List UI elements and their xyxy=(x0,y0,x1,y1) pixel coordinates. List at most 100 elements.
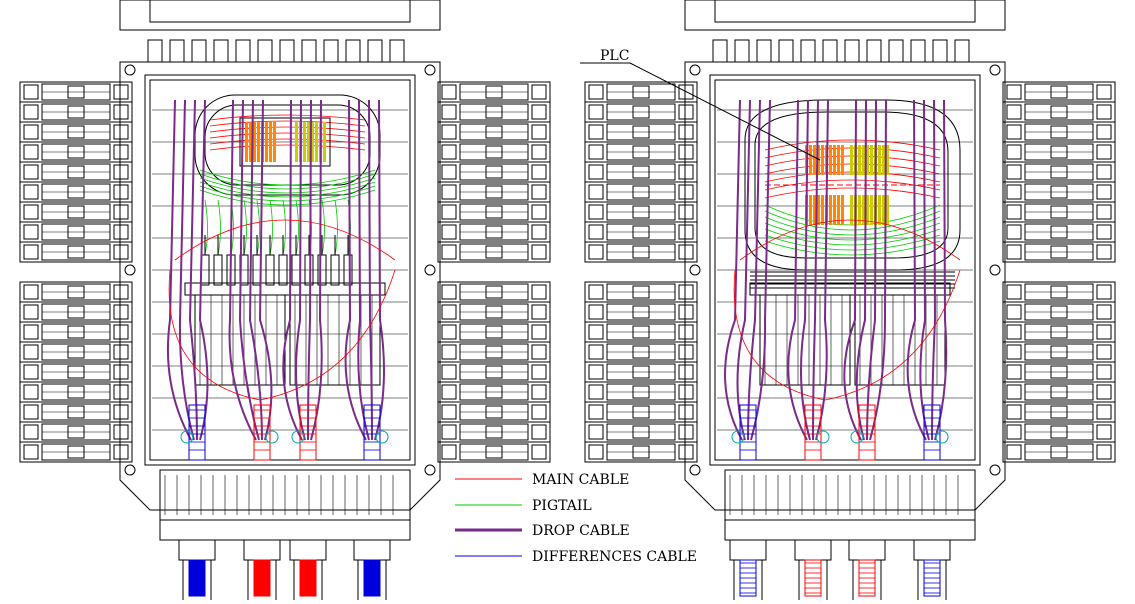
adapter-latch xyxy=(1006,104,1022,120)
adapter-sleeve xyxy=(485,185,503,199)
adapter-sleeve xyxy=(485,425,503,439)
adapter-latch xyxy=(113,244,129,260)
adapter-sleeve xyxy=(67,405,85,419)
adapter-latch xyxy=(588,384,604,400)
adapter-latch xyxy=(678,444,694,460)
adapter-sleeve xyxy=(632,245,650,259)
pigtail-drop xyxy=(282,199,286,256)
hinge-tooth xyxy=(169,39,185,63)
adapter-latch xyxy=(588,324,604,340)
splice-sleeve xyxy=(833,195,836,225)
legend-item-drop-cable: DROP CABLE xyxy=(455,523,630,539)
adapter-sleeve xyxy=(1050,205,1068,219)
adapter-latch xyxy=(113,404,129,420)
splice-sleeve xyxy=(813,145,816,175)
drop-cable xyxy=(188,99,198,441)
adapter-latch xyxy=(678,124,694,140)
plc-callout-leader xyxy=(629,62,821,161)
adapter-latch xyxy=(1096,444,1112,460)
legend-item-main-cable: MAIN CABLE xyxy=(455,472,629,488)
hinge-tooth xyxy=(367,39,383,63)
adapter-latch xyxy=(113,224,129,240)
adapter-sleeve xyxy=(632,385,650,399)
splice-sleeve xyxy=(303,122,306,162)
adapter-sleeve xyxy=(1050,405,1068,419)
main-cable-arc xyxy=(168,269,396,401)
adapter-latch xyxy=(588,124,604,140)
splice-sleeve xyxy=(862,145,865,175)
adapter-sleeve xyxy=(485,125,503,139)
adapter-latch xyxy=(678,224,694,240)
adapter-sleeve xyxy=(1050,345,1068,359)
cable-gland xyxy=(923,404,941,461)
splice-sleeve xyxy=(841,195,844,225)
hinge-tooth xyxy=(844,39,860,63)
adapter-latch xyxy=(588,104,604,120)
adapter-latch xyxy=(441,124,457,140)
mount-screw xyxy=(124,264,136,276)
mount-screw xyxy=(424,464,436,476)
adapter-latch xyxy=(113,144,129,160)
adapter-sleeve xyxy=(1050,165,1068,179)
adapter-latch xyxy=(1006,384,1022,400)
pigtail-loop xyxy=(764,210,941,231)
adapter-sleeve xyxy=(1050,305,1068,319)
adapter-latch xyxy=(1096,124,1112,140)
adapter-sleeve xyxy=(485,345,503,359)
adapter-sleeve xyxy=(632,105,650,119)
legend-item-differences-cable: DIFFERENCES CABLE xyxy=(455,549,697,565)
adapter-sleeve xyxy=(67,305,85,319)
splice-sleeve xyxy=(821,145,824,175)
splice-sleeve xyxy=(862,195,865,225)
adapter-latch xyxy=(23,204,39,220)
adapter-sleeve xyxy=(632,305,650,319)
cable-gland xyxy=(804,404,822,461)
adapter-latch xyxy=(678,164,694,180)
adapter-latch xyxy=(23,364,39,380)
adapter-sleeve xyxy=(1050,285,1068,299)
adapter-sleeve xyxy=(485,105,503,119)
adapter-sleeve xyxy=(632,85,650,99)
adapter-latch xyxy=(23,284,39,300)
splice-sleeve xyxy=(866,145,869,175)
adapter-latch xyxy=(678,424,694,440)
enclosure-outline xyxy=(119,61,441,511)
adapter-sleeve xyxy=(67,165,85,179)
adapter-latch xyxy=(588,284,604,300)
port-nut xyxy=(794,539,832,561)
adapter-sleeve xyxy=(485,245,503,259)
hinge-tooth xyxy=(712,39,728,63)
adapter-latch xyxy=(23,144,39,160)
mount-screw xyxy=(689,264,701,276)
adapter-sleeve xyxy=(1050,125,1068,139)
pigtail-loop xyxy=(764,240,941,256)
adapter-sleeve xyxy=(485,305,503,319)
adapter-sleeve xyxy=(632,445,650,459)
splice-sleeve xyxy=(866,195,869,225)
splice-sleeve xyxy=(821,195,824,225)
adapter-sleeve xyxy=(67,205,85,219)
pigtail-loop xyxy=(199,185,376,202)
splice-sleeve xyxy=(809,195,812,225)
hinge-tooth xyxy=(213,39,229,63)
port-base xyxy=(159,519,411,541)
adapter-sleeve xyxy=(67,385,85,399)
adapter-latch xyxy=(531,104,547,120)
adapter-sleeve xyxy=(632,365,650,379)
adapter-latch xyxy=(1096,404,1112,420)
adapter-latch xyxy=(23,424,39,440)
adapter-latch xyxy=(23,244,39,260)
splice-sleeve xyxy=(870,145,873,175)
adapter-sleeve xyxy=(67,365,85,379)
adapter-sleeve xyxy=(632,165,650,179)
cable-clamp-right xyxy=(854,294,946,386)
adapter-sleeve xyxy=(485,365,503,379)
adapter-latch xyxy=(23,304,39,320)
splice-sleeve xyxy=(829,195,832,225)
adapter-latch xyxy=(23,104,39,120)
hinge-tooth xyxy=(822,39,838,63)
legend-label: PIGTAIL xyxy=(532,498,592,514)
enclosure-inner-lip xyxy=(149,79,411,461)
adapter-latch xyxy=(1006,204,1022,220)
port-nut xyxy=(289,539,327,561)
